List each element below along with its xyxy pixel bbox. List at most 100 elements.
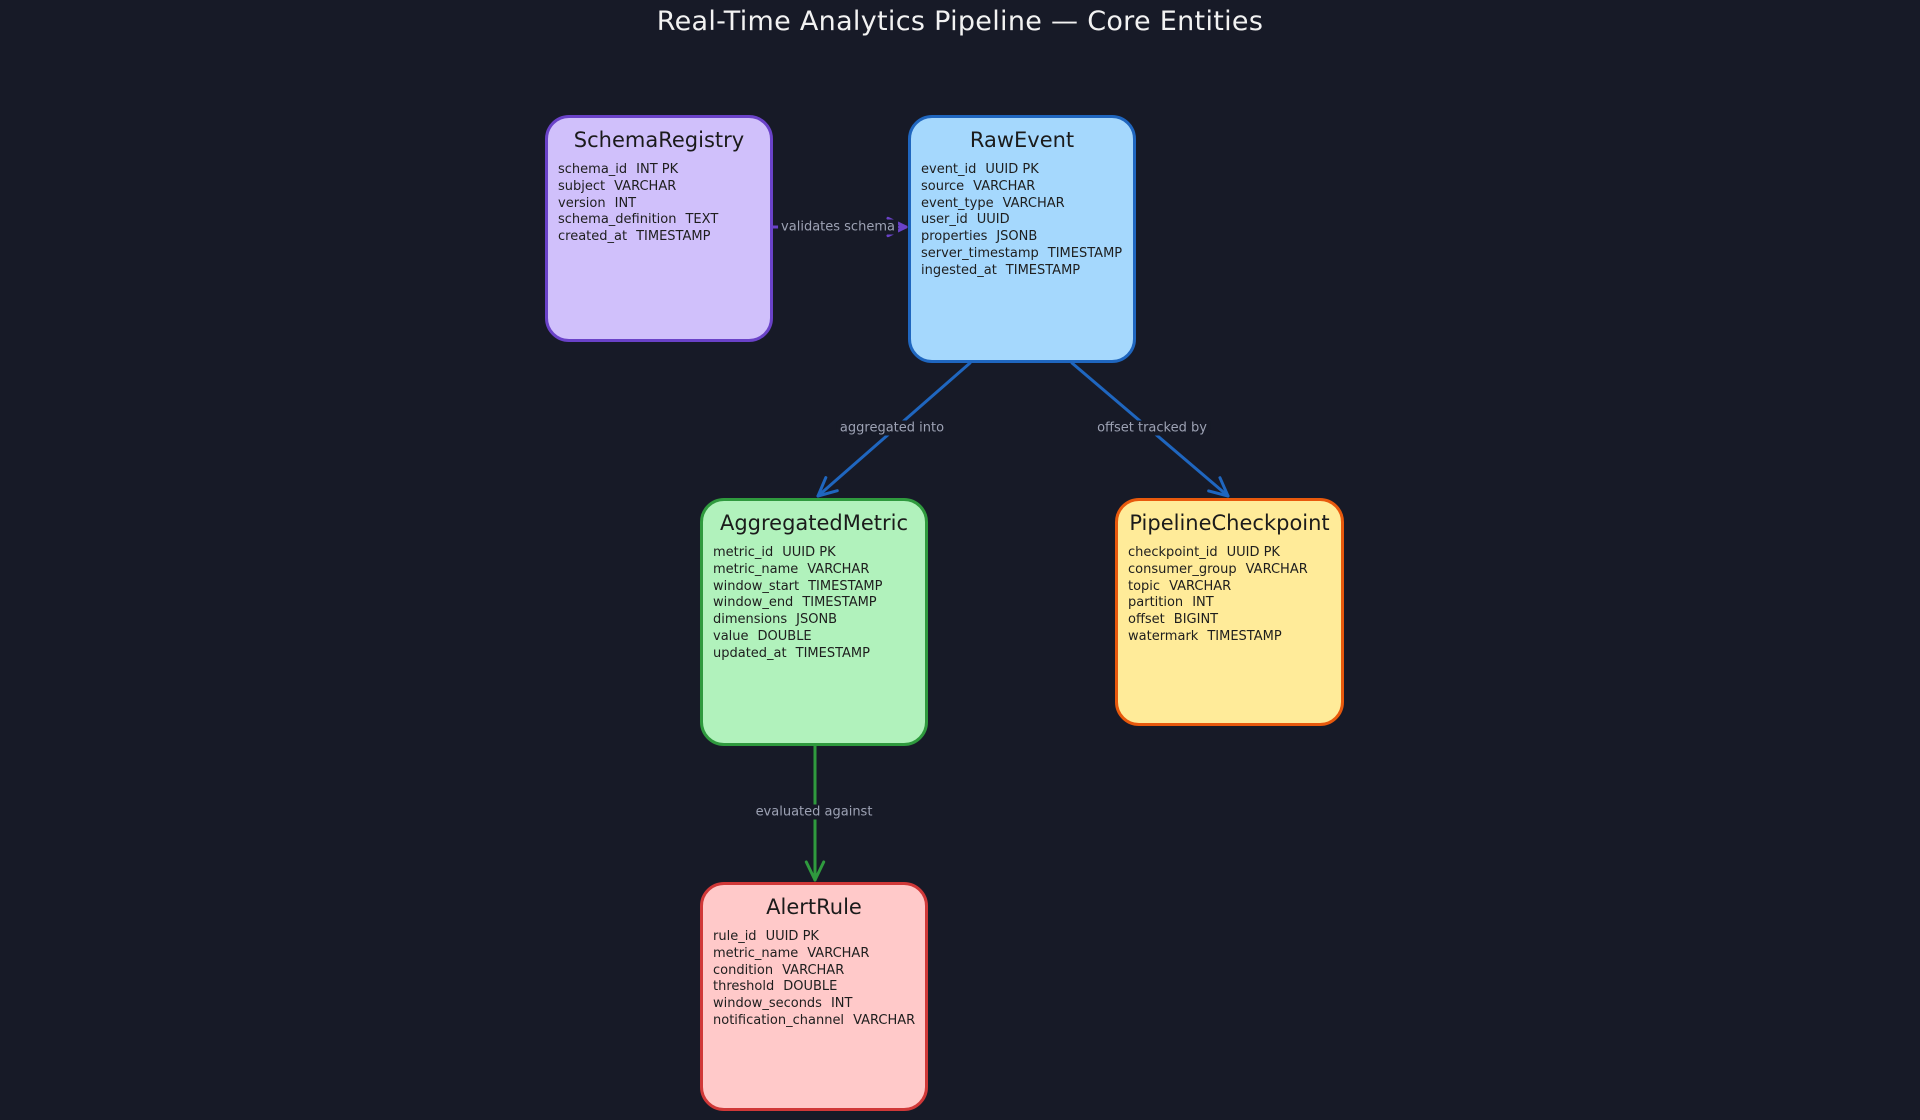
field-row: created_at TIMESTAMP	[558, 229, 762, 246]
field-type: VARCHAR	[973, 178, 1036, 194]
field-name: rule_id	[713, 929, 757, 944]
field-type: TIMESTAMP	[636, 229, 711, 245]
field-name: window_start	[713, 578, 800, 594]
field-type: JSONB	[796, 612, 838, 628]
field-type: UUID PK	[765, 929, 819, 944]
field-type: TIMESTAMP	[1207, 628, 1282, 644]
field-name: dimensions	[713, 612, 788, 628]
field-type: VARCHAR	[782, 962, 845, 978]
field-type: JSONB	[996, 229, 1038, 245]
field-row: updated_at TIMESTAMP	[713, 646, 917, 663]
field-row: window_start TIMESTAMP	[713, 579, 917, 596]
field-type: TEXT	[685, 212, 719, 228]
field-name: window_seconds	[713, 996, 822, 1012]
field-row: metric_name VARCHAR	[713, 562, 917, 579]
field-row: checkpoint_id UUID PK	[1128, 545, 1333, 562]
field-row: partition INT	[1128, 595, 1333, 612]
field-type: DOUBLE	[783, 979, 838, 995]
entity-name: AlertRule	[766, 895, 862, 919]
field-type: DOUBLE	[757, 628, 812, 644]
field-type: TIMESTAMP	[1047, 245, 1123, 261]
field-name: metric_name	[713, 945, 799, 961]
field-row: topic VARCHAR	[1128, 579, 1333, 596]
edge-label-evaluated-against: evaluated against	[752, 804, 876, 820]
field-type: TIMESTAMP	[808, 578, 883, 594]
field-name: ingested_at	[921, 262, 997, 278]
field-name: updated_at	[713, 645, 787, 661]
field-type: INT PK	[636, 162, 679, 177]
field-row: event_type VARCHAR	[921, 196, 1125, 213]
field-row: ingested_at TIMESTAMP	[921, 263, 1125, 280]
field-type: UUID PK	[1226, 545, 1280, 560]
field-row: source VARCHAR	[921, 179, 1125, 196]
field-name: partition	[1128, 595, 1184, 611]
entity-name: RawEvent	[969, 128, 1075, 152]
field-type: UUID PK	[985, 162, 1039, 177]
field-name: topic	[1128, 578, 1161, 594]
field-type: INT	[1192, 595, 1214, 611]
field-type: UUID PK	[782, 545, 836, 560]
field-name: window_end	[713, 595, 794, 611]
field-name: value	[713, 628, 749, 644]
field-type: VARCHAR	[1169, 578, 1232, 594]
field-row: value DOUBLE	[713, 629, 917, 646]
arrowhead-icon	[816, 476, 839, 498]
field-row: metric_id UUID PK	[713, 545, 917, 562]
field-name: schema_id	[558, 162, 628, 177]
field-type: VARCHAR	[807, 561, 870, 577]
field-row: schema_definition TEXT	[558, 212, 762, 229]
field-row: properties JSONB	[921, 229, 1125, 246]
field-name: consumer_group	[1128, 561, 1237, 577]
field-type: TIMESTAMP	[1005, 262, 1081, 278]
field-type: TIMESTAMP	[795, 645, 870, 661]
field-name: metric_name	[713, 561, 799, 577]
field-type: VARCHAR	[853, 1012, 916, 1028]
field-name: notification_channel	[713, 1012, 845, 1028]
edge-label-aggregated-into: aggregated into	[836, 420, 948, 436]
field-type: VARCHAR	[1245, 561, 1308, 577]
field-name: properties	[921, 229, 988, 245]
field-name: checkpoint_id	[1128, 545, 1218, 560]
field-row: version INT	[558, 196, 762, 213]
field-name: watermark	[1128, 628, 1199, 644]
field-name: offset	[1128, 612, 1165, 628]
field-type: VARCHAR	[1002, 195, 1065, 211]
field-name: created_at	[558, 229, 628, 245]
field-type: INT	[830, 996, 853, 1012]
field-name: version	[558, 195, 606, 211]
field-name: source	[921, 178, 965, 194]
field-type: INT	[614, 195, 637, 211]
entity-name: PipelineCheckpoint	[1129, 511, 1330, 535]
field-row: dimensions JSONB	[713, 612, 917, 629]
field-row: notification_channel VARCHAR	[713, 1013, 917, 1030]
field-row: watermark TIMESTAMP	[1128, 629, 1333, 646]
field-name: metric_id	[713, 545, 774, 560]
field-type: VARCHAR	[614, 178, 677, 194]
field-type: BIGINT	[1173, 612, 1219, 628]
field-name: schema_definition	[558, 212, 677, 228]
field-row: schema_id INT PK	[558, 162, 762, 179]
field-name: event_type	[921, 195, 994, 211]
edge-label-offset-tracked-by: offset tracked by	[1094, 420, 1210, 436]
field-type: UUID	[976, 212, 1010, 228]
field-row: window_seconds INT	[713, 996, 917, 1013]
field-type: TIMESTAMP	[802, 595, 877, 611]
